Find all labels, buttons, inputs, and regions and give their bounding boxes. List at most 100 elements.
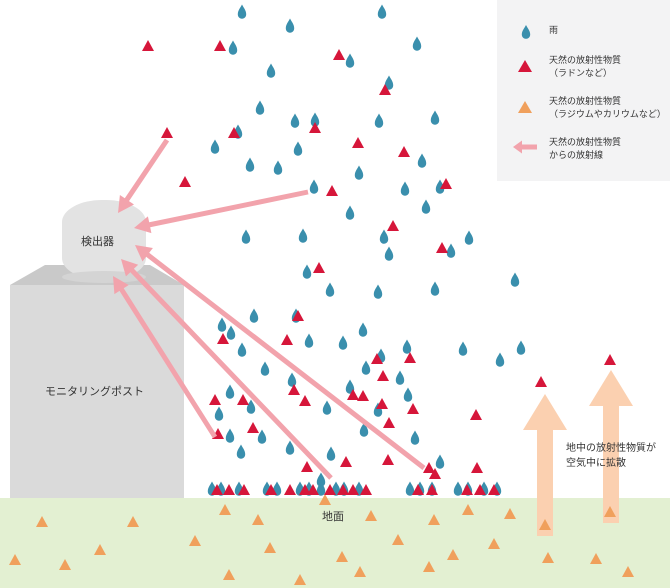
legend-radon-line2: （ラドンなど） — [549, 69, 613, 79]
radon-particle-icon — [461, 484, 473, 495]
legend-radium-line1: 天然の放射性物質 — [549, 97, 622, 107]
radon-particle-icon — [347, 484, 359, 495]
radium-particle-icon — [365, 510, 377, 521]
radon-particle-icon — [471, 462, 483, 473]
radon-particle-icon — [412, 484, 424, 495]
radium-particle-icon — [504, 508, 516, 519]
radium-particle-icon — [428, 514, 440, 525]
radon-particle-icon — [440, 178, 452, 189]
raindrop-icon — [228, 40, 238, 55]
radon-particle-icon — [404, 352, 416, 363]
radon-particle-icon — [307, 484, 319, 495]
raindrop-icon — [373, 284, 383, 299]
raindrop-icon — [304, 333, 314, 348]
radon-particle-icon — [161, 127, 173, 138]
radium-particle-icon — [319, 494, 331, 505]
raindrop-icon — [417, 153, 427, 168]
raindrop-icon — [464, 230, 474, 245]
radium-particle-icon — [9, 554, 21, 565]
raindrop-icon — [495, 352, 505, 367]
radon-particle-icon — [535, 376, 547, 387]
raindrop-icon — [210, 139, 220, 154]
raindrop-icon — [325, 282, 335, 297]
radon-particle-icon — [324, 484, 336, 495]
raindrop-icon — [345, 53, 355, 68]
ground-label: 地面 — [322, 510, 344, 523]
raindrop-icon — [403, 387, 413, 402]
radon-particle-icon — [352, 137, 364, 148]
radon-particle-icon — [292, 310, 304, 321]
raindrop-icon — [285, 18, 295, 33]
raindrop-icon — [225, 428, 235, 443]
radon-particle-icon — [383, 417, 395, 428]
raindrop-icon — [521, 25, 531, 39]
radon-particle-icon — [379, 84, 391, 95]
radiation-arrow-icon — [113, 276, 218, 439]
radon-particle-icon — [407, 403, 419, 414]
raindrop-icon — [214, 406, 224, 421]
raindrop-icon — [257, 429, 267, 444]
legend-rain-label: 雨 — [549, 26, 559, 36]
radium-particle-icon — [488, 538, 500, 549]
legend-radiation-line1: 天然の放射性物質 — [549, 138, 622, 148]
radon-particle-icon — [284, 484, 296, 495]
radon-particle-icon — [265, 484, 277, 495]
legend: 雨 天然の放射性物質 （ラドンなど） 天然の放射性物質 （ラジウムやカリウムなど… — [497, 0, 670, 181]
radon-particle-icon — [340, 456, 352, 467]
radon-particle-icon — [247, 422, 259, 433]
detector — [62, 200, 146, 283]
radon-particle-icon — [142, 40, 154, 51]
diffusion-arrow-icon — [523, 394, 567, 536]
raindrop-icon — [410, 430, 420, 445]
radon-particle-icon — [281, 334, 293, 345]
raindrop-icon — [430, 281, 440, 296]
raindrop-icon — [361, 360, 371, 375]
radon-particle-icon — [426, 484, 438, 495]
radon-particle-icon — [223, 484, 235, 495]
raindrop-icon — [260, 361, 270, 376]
raindrop-icon — [435, 454, 445, 469]
raindrop-icon — [249, 308, 259, 323]
raindrop-icon — [453, 481, 463, 496]
raindrop-icon — [293, 141, 303, 156]
radon-particle-icon — [357, 390, 369, 401]
radiation-arrows — [113, 138, 426, 480]
diffusion-arrows — [523, 370, 633, 536]
radiation-arrow-icon — [134, 189, 309, 234]
radium-particle-icon — [447, 549, 459, 560]
radon-particle-icon — [387, 220, 399, 231]
radium-particle-icon — [59, 559, 71, 570]
radon-particle-icon — [237, 394, 249, 405]
diffusion-arrow-icon — [589, 370, 633, 523]
radon-particle-icon — [179, 176, 191, 187]
radon-particle-icon — [299, 484, 311, 495]
radon-particle-icon — [326, 185, 338, 196]
radon-particle-icon — [337, 484, 349, 495]
raindrop-icon — [379, 229, 389, 244]
radon-particle-icon — [209, 394, 221, 405]
radium-particle-icon — [252, 514, 264, 525]
raindrop-icon — [458, 341, 468, 356]
radiation-arrow-icon — [135, 245, 426, 470]
radium-particle-icon — [542, 552, 554, 563]
radon-particle-icon — [301, 461, 313, 472]
radium-particle-icon — [94, 544, 106, 555]
radium-particle-icon — [336, 551, 348, 562]
radium-particle-icon — [392, 534, 404, 545]
radium-particle-icon — [264, 542, 276, 553]
detector-label: 検出器 — [81, 235, 114, 248]
radon-particle-icon — [398, 146, 410, 157]
radon-particle-icon — [333, 49, 345, 60]
pink-arrow-icon — [513, 140, 537, 154]
raindrop-icon — [322, 400, 332, 415]
ground-area — [0, 498, 670, 588]
radon-particle-icon — [382, 454, 394, 465]
radon-particle-icon — [299, 395, 311, 406]
legend-radium-line2: （ラジウムやカリウムなど） — [549, 110, 666, 120]
radon-particle-icon — [470, 409, 482, 420]
raindrop-icon — [225, 384, 235, 399]
raindrop-icon — [412, 36, 422, 51]
radon-particle-icon — [474, 484, 486, 495]
raindrop-icon — [237, 4, 247, 19]
diffusion-label-line1: 地中の放射性物質が — [566, 443, 656, 454]
